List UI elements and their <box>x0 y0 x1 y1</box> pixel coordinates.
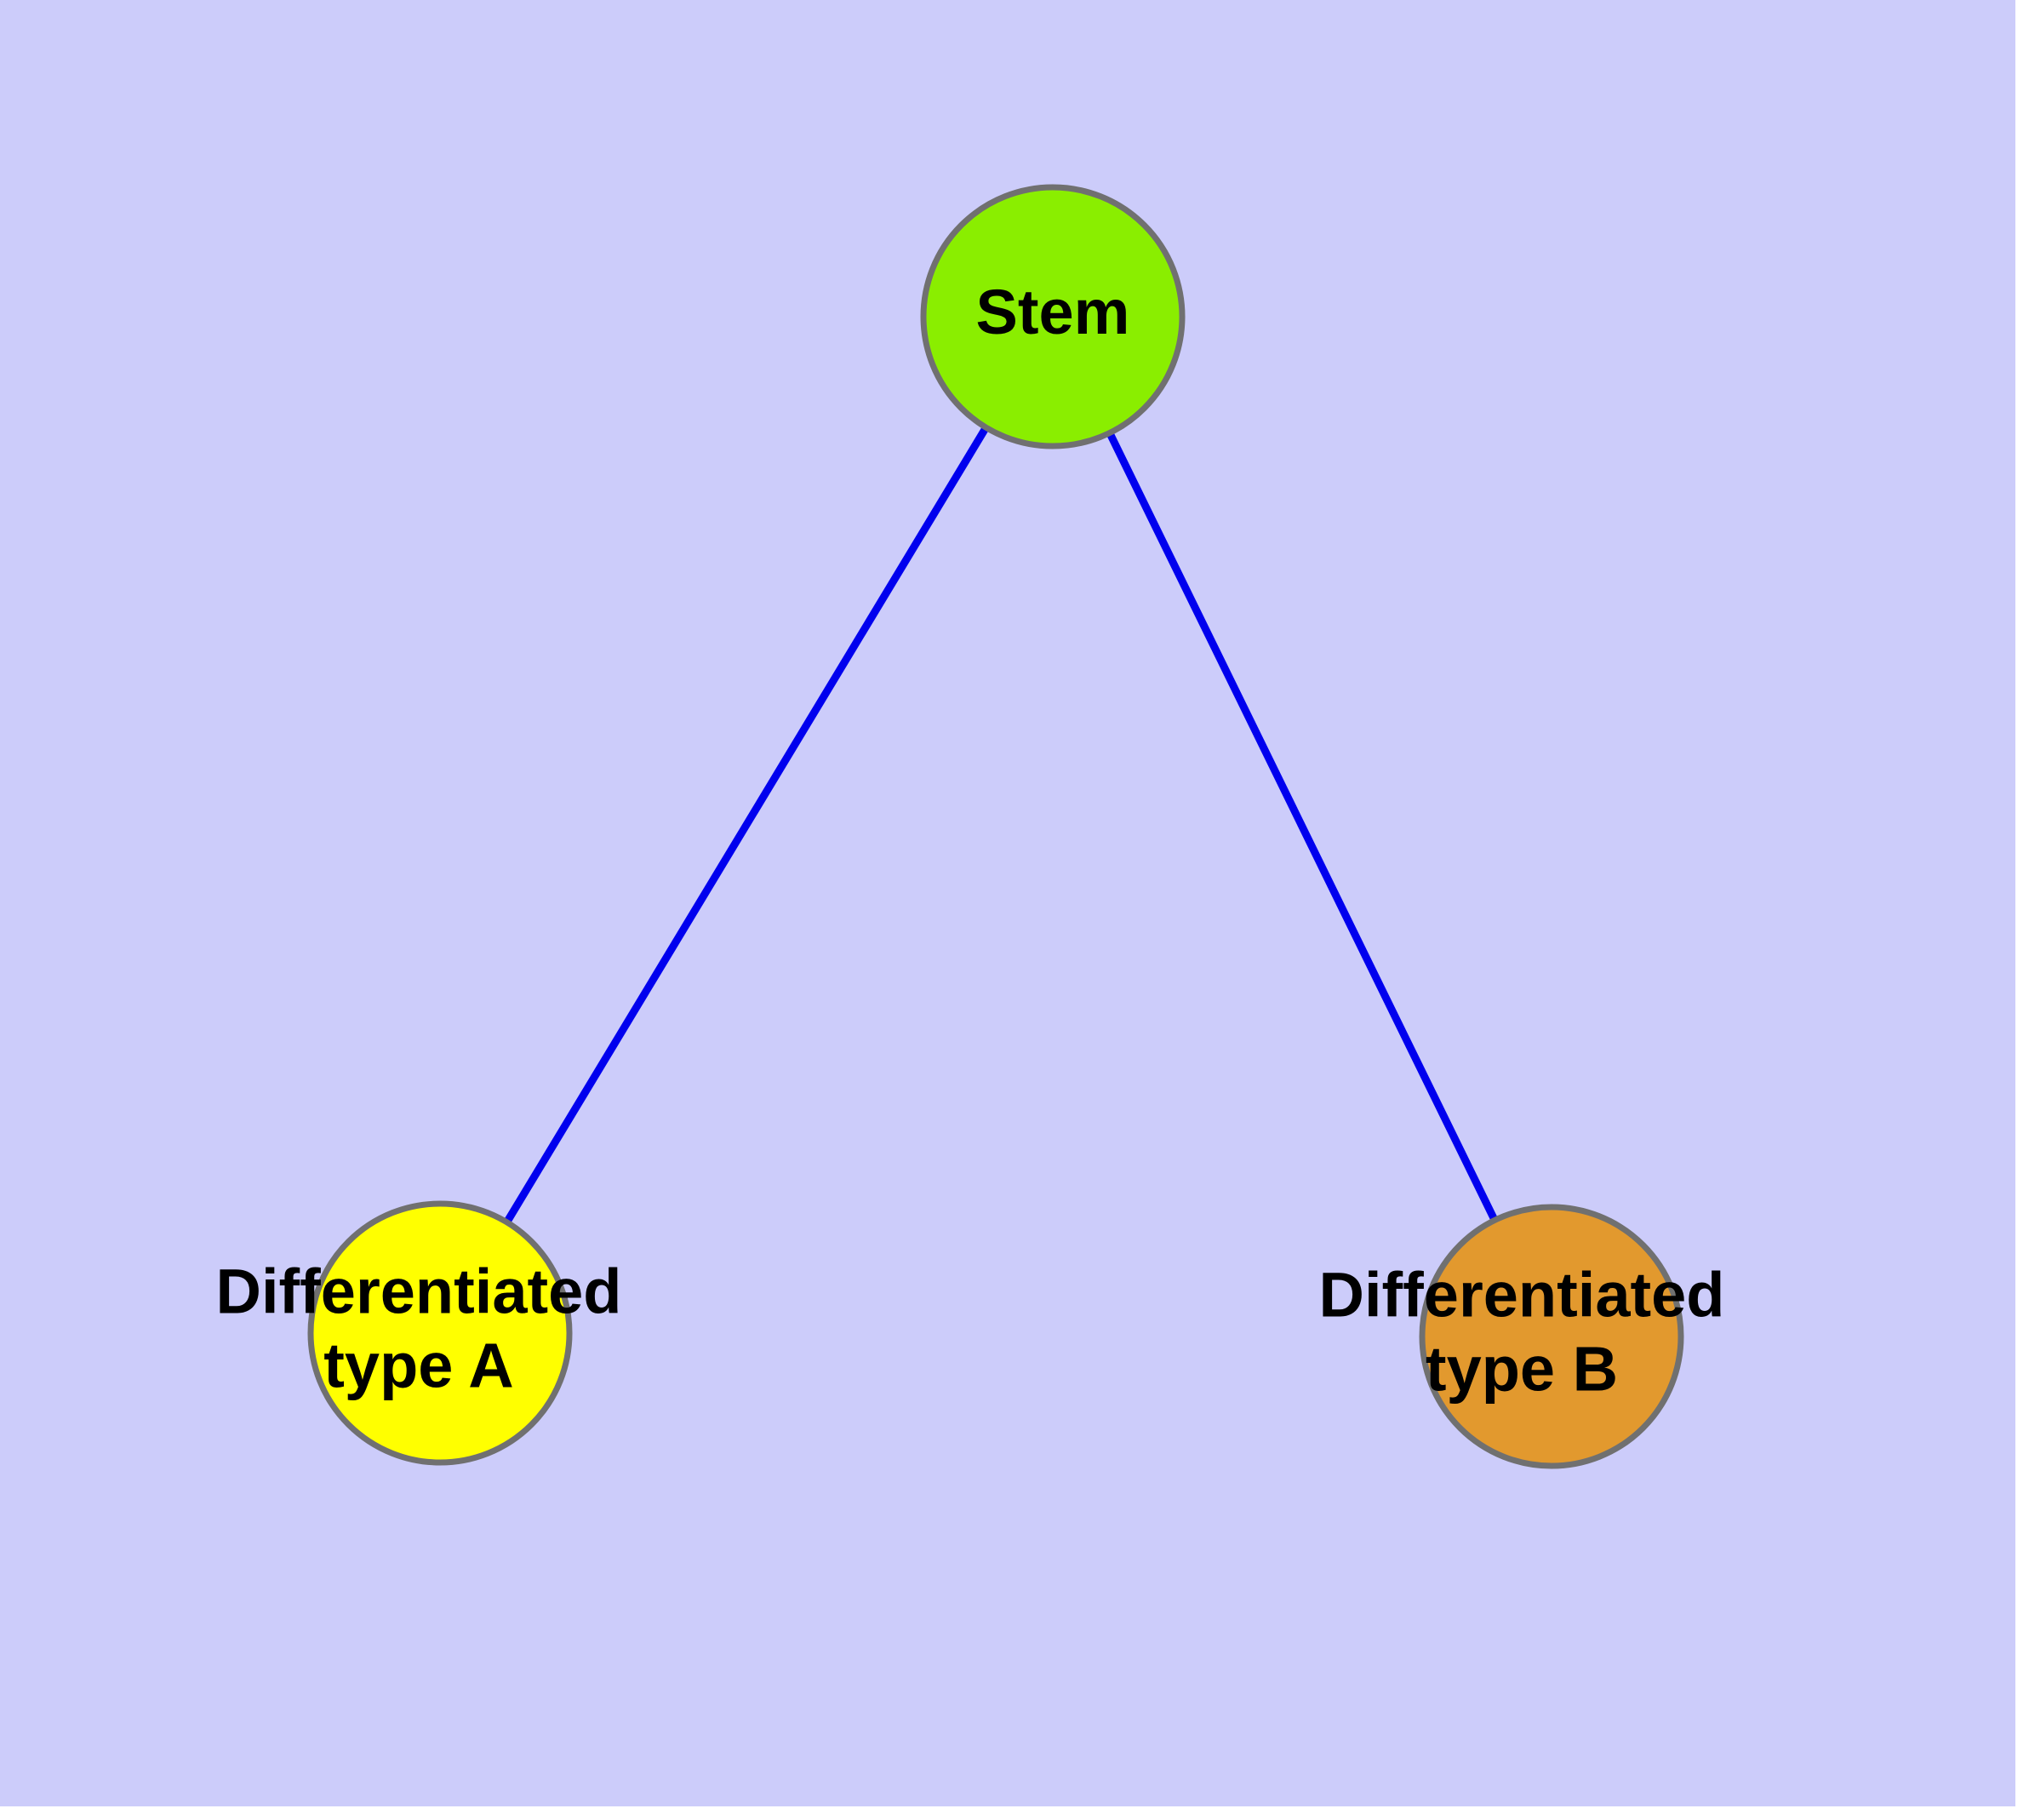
label-line: Stem <box>976 277 1130 347</box>
graph-node-label-stem: Stem <box>976 277 1130 347</box>
graph-node-diff_a[interactable] <box>307 1200 573 1466</box>
graph-edge <box>1104 427 1500 1226</box>
graph-node-diff_b[interactable] <box>1419 1204 1684 1469</box>
nodes-group <box>307 184 1684 1469</box>
graph-edge <box>501 422 992 1228</box>
label-line: type B <box>1426 1333 1618 1404</box>
label-line: Differentiated <box>1319 1259 1725 1330</box>
edges-group <box>501 422 1500 1228</box>
label-line: type A <box>323 1330 513 1400</box>
graph-node-stem[interactable] <box>920 184 1186 449</box>
label-line: Differentiated <box>216 1256 622 1326</box>
